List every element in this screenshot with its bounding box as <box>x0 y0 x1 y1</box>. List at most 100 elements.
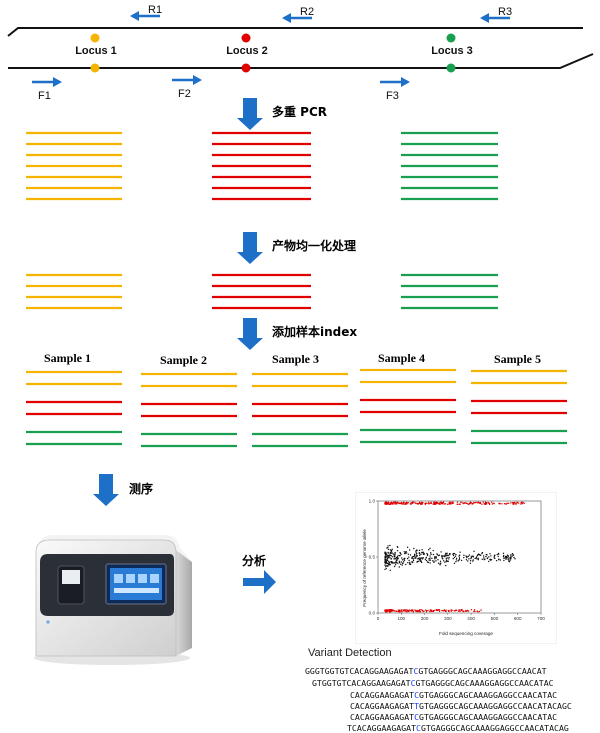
primer-label: R1 <box>148 4 163 16</box>
het-point <box>502 555 505 558</box>
het-point <box>404 552 406 555</box>
het-point <box>466 556 468 559</box>
het-point <box>411 561 414 564</box>
x-tick-label: 300 <box>444 616 452 621</box>
het-point <box>453 556 456 559</box>
het-point <box>386 562 389 565</box>
hom-ref-point <box>387 501 390 504</box>
hom-alt-point <box>416 609 418 612</box>
dna-strands <box>7 27 594 69</box>
het-point <box>421 549 423 551</box>
het-point <box>424 558 427 561</box>
het-point <box>391 556 394 558</box>
het-point <box>470 556 473 559</box>
het-point <box>406 546 409 549</box>
het-point <box>389 557 391 559</box>
het-point <box>391 561 394 563</box>
het-point <box>467 555 470 558</box>
hom-alt-point <box>455 609 457 611</box>
het-point <box>445 559 448 562</box>
het-point <box>511 555 513 558</box>
hom-alt-point <box>476 610 479 612</box>
het-point <box>474 557 476 560</box>
het-point <box>395 556 398 559</box>
arrowhead-icon <box>401 77 410 87</box>
het-point <box>444 561 446 563</box>
het-point <box>446 552 448 554</box>
hom-ref-point <box>512 503 514 506</box>
het-point <box>407 562 409 564</box>
het-point <box>498 558 500 560</box>
loci-markers <box>90 33 456 73</box>
het-point <box>388 561 391 564</box>
het-point <box>454 555 457 557</box>
het-point <box>445 560 447 563</box>
hom-ref-point <box>501 503 503 505</box>
het-point <box>389 549 392 551</box>
het-point <box>468 554 471 556</box>
hom-ref-point <box>393 501 395 503</box>
hom-ref-point <box>508 502 510 504</box>
hom-ref-point <box>433 502 435 505</box>
het-point <box>465 555 467 557</box>
hom-ref-point <box>437 502 439 505</box>
hom-ref-point <box>420 503 422 505</box>
het-point <box>415 550 417 552</box>
hom-alt-point <box>438 609 440 612</box>
hom-alt-point <box>451 609 453 611</box>
het-point <box>434 557 436 559</box>
hom-ref-point <box>388 503 390 505</box>
het-point <box>388 555 390 557</box>
hom-ref-point <box>505 502 507 505</box>
hom-alt-point <box>450 609 452 611</box>
hom-ref-point <box>402 501 405 504</box>
hom-ref-point <box>514 501 516 504</box>
het-point <box>455 553 457 556</box>
het-point <box>494 557 496 560</box>
het-point <box>494 554 496 556</box>
hom-ref-point <box>458 503 461 505</box>
het-point <box>397 546 399 549</box>
het-point <box>425 559 428 562</box>
het-point <box>440 551 442 553</box>
het-point <box>503 559 505 562</box>
primer-label: F3 <box>386 90 399 102</box>
het-point <box>449 552 451 555</box>
hom-ref-point <box>435 503 437 506</box>
het-point <box>497 555 499 558</box>
hom-alt-point <box>480 609 482 611</box>
het-point <box>469 560 472 562</box>
het-point <box>386 561 388 564</box>
het-point <box>425 557 428 559</box>
read-suffix: GTGAGGGCAGCAAAGGAGGCCAACATAC <box>419 712 558 722</box>
het-point <box>495 559 498 562</box>
locus-dot-icon <box>241 33 251 43</box>
het-point <box>387 556 390 559</box>
hom-alt-point <box>393 610 395 612</box>
het-point <box>455 561 457 563</box>
het-point <box>445 552 447 555</box>
hom-ref-point <box>447 503 449 506</box>
variant-base: C <box>413 666 419 676</box>
step-label-sequencing: 测序 <box>129 482 154 496</box>
hom-alt-point <box>406 609 409 612</box>
het-point <box>387 545 389 547</box>
het-point <box>509 556 512 558</box>
het-point <box>458 557 461 559</box>
hom-alt-point <box>470 609 473 611</box>
het-point <box>472 555 474 558</box>
het-point <box>488 560 490 563</box>
hom-alt-point <box>410 609 412 611</box>
hom-alt-point <box>474 610 476 613</box>
read-prefix: CACAGGAAGAGAT <box>350 712 415 722</box>
primer-label: R2 <box>300 6 315 18</box>
hom-ref-point <box>491 501 493 503</box>
down-arrow-icon <box>237 98 263 130</box>
x-tick-label: 100 <box>397 616 405 621</box>
het-point <box>391 548 393 551</box>
het-point <box>447 554 449 557</box>
het-point <box>511 554 513 556</box>
hom-ref-point <box>477 501 480 504</box>
hom-alt-point <box>395 610 398 613</box>
